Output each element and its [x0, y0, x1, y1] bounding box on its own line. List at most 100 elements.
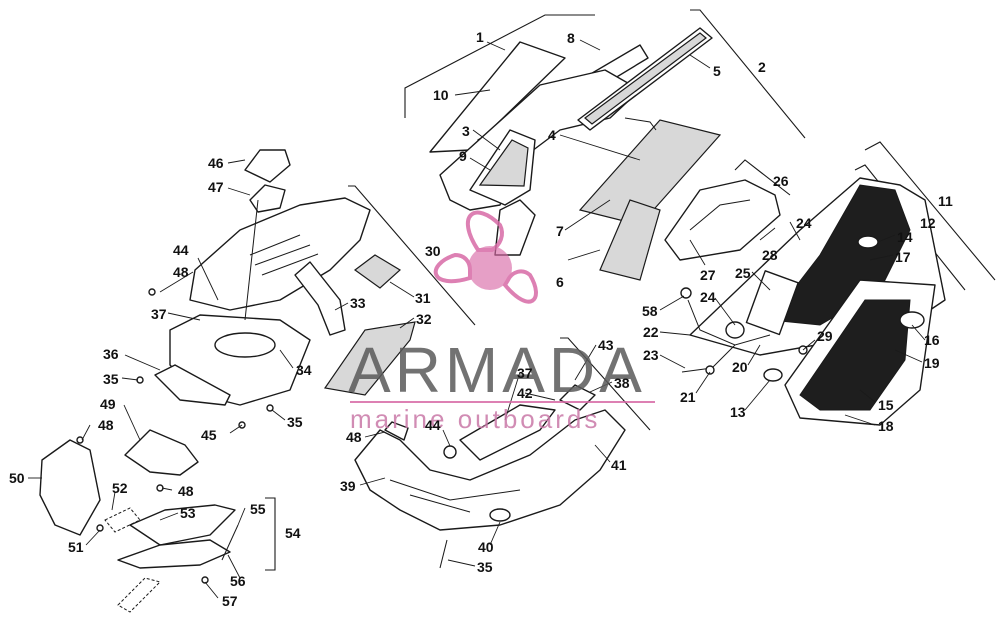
callout-39: 39: [340, 478, 356, 494]
cover-plate-49: [124, 429, 199, 476]
callout-52: 52: [112, 480, 128, 496]
callout-48-b: 48: [98, 417, 114, 433]
callout-4: 4: [548, 127, 556, 143]
belly-pan-ribs: [389, 479, 521, 513]
seat-handle: [624, 117, 657, 131]
callout-12: 12: [920, 215, 936, 231]
panel-31: [353, 254, 402, 289]
bolt-48-a: [148, 288, 156, 296]
callout-17: 17: [895, 249, 911, 265]
seat-front-foam: [478, 139, 529, 187]
leader-lines: [28, 39, 926, 599]
leader-35-c: [447, 559, 476, 567]
leader-51: [85, 529, 101, 546]
callout-28: 28: [762, 247, 778, 263]
callout-48-a: 48: [173, 264, 189, 280]
leader-3: [472, 129, 501, 151]
leader-23: [659, 354, 686, 369]
leader-53: [159, 512, 179, 521]
grommet-40: [489, 508, 511, 522]
watermark: ARMADA marine outboards: [348, 210, 655, 434]
callout-16: 16: [924, 332, 940, 348]
leader-34: [279, 349, 294, 369]
leader-4: [559, 134, 641, 161]
callout-24-a: 24: [796, 215, 812, 231]
gauge-bezel: [249, 184, 286, 213]
callout-29: 29: [817, 328, 833, 344]
leader-7: [564, 199, 611, 231]
lower-panel-decal: [799, 299, 911, 411]
foam-strip-5: [584, 32, 707, 125]
callout-32: 32: [416, 311, 432, 327]
callout-30: 30: [425, 243, 441, 259]
leader-44: [197, 257, 219, 301]
callout-49: 49: [100, 396, 116, 412]
leader-24-a: [789, 221, 801, 241]
callout-21: 21: [680, 389, 696, 405]
callout-31: 31: [415, 290, 431, 306]
side-panel-assembly: [664, 141, 996, 426]
leader-15: [859, 389, 876, 403]
callout-53: 53: [180, 505, 196, 521]
leader-21: [695, 371, 711, 394]
foam-block-4: [578, 119, 722, 226]
leader-58: [659, 295, 685, 311]
leader-42: [524, 392, 556, 401]
bracket-26: [734, 159, 791, 196]
callout-2: 2: [758, 59, 766, 75]
callout-35-a: 35: [103, 371, 119, 387]
bolt-48-c: [76, 436, 84, 444]
callout-20: 20: [732, 359, 748, 375]
leader-27: [689, 239, 706, 266]
connector-21: [705, 365, 715, 375]
console-upper: [189, 197, 371, 311]
seat-pad: [429, 41, 566, 153]
leader-55: [237, 507, 246, 526]
callout-6: 6: [556, 274, 564, 290]
bracket-11: [864, 141, 996, 281]
leader-10: [454, 89, 491, 96]
callout-18: 18: [878, 418, 894, 434]
callout-1: 1: [476, 29, 484, 45]
leader-25: [751, 271, 771, 291]
callout-23: 23: [643, 347, 659, 363]
bolt-57: [201, 576, 209, 584]
bracket-54: [265, 497, 276, 571]
callout-41: 41: [611, 457, 627, 473]
connector-58: [680, 287, 692, 299]
propeller-logo-icon: [433, 210, 538, 304]
callout-7: 7: [556, 223, 564, 239]
dash-panel: [664, 179, 781, 261]
leader-24-b: [714, 297, 736, 326]
callout-45: 45: [201, 427, 217, 443]
leader-41: [594, 444, 611, 463]
leader-19: [894, 349, 923, 363]
callout-8: 8: [567, 30, 575, 46]
callout-33: 33: [350, 295, 366, 311]
callout-37-b: 37: [517, 365, 533, 381]
callout-48-d: 48: [346, 429, 362, 445]
leader-8: [579, 39, 601, 51]
leader-14: [877, 234, 896, 243]
callout-38: 38: [614, 375, 630, 391]
callout-55: 55: [250, 501, 266, 517]
leader-49: [123, 404, 141, 441]
callout-43: 43: [598, 337, 614, 353]
leader-6: [567, 249, 601, 261]
leader-33: [334, 302, 349, 311]
callout-15: 15: [878, 397, 894, 413]
leader-35-b: [271, 409, 286, 421]
leader-57: [204, 581, 219, 599]
callout-58: 58: [642, 303, 658, 319]
leader-22: [659, 331, 691, 336]
callout-44-a: 44: [173, 242, 189, 258]
gauge-housing: [244, 149, 291, 183]
leader-16: [911, 324, 926, 341]
callout-36: 36: [103, 346, 119, 362]
leader-46: [227, 159, 246, 164]
belly-pan: [354, 409, 626, 531]
grommet-16: [899, 311, 925, 329]
callout-47: 47: [208, 179, 224, 195]
leader-52: [111, 491, 116, 511]
